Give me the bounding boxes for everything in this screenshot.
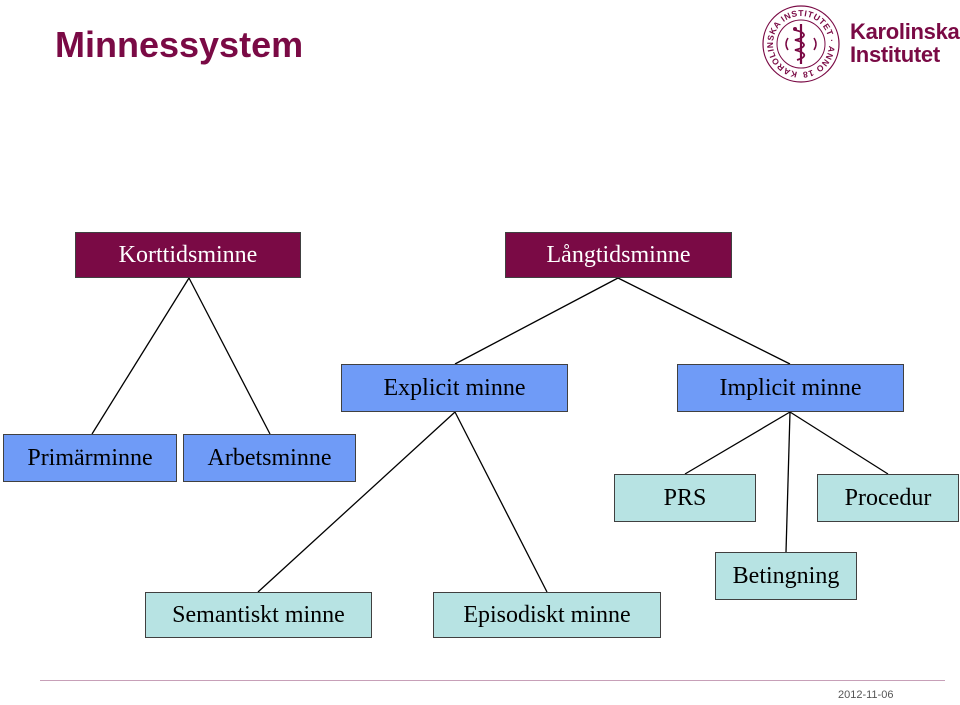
node-episodiskt-minne: Episodiskt minne bbox=[433, 592, 661, 638]
edge-explicit-episod bbox=[454, 411, 548, 593]
logo-wordmark-line2: Institutet bbox=[850, 42, 940, 67]
edge-korttid-arbets bbox=[188, 277, 271, 435]
edge-langtid-implicit bbox=[617, 277, 791, 365]
node-primarminne: Primärminne bbox=[3, 434, 177, 482]
edge-implicit-prs bbox=[684, 411, 791, 475]
edge-implicit-beting bbox=[785, 411, 791, 553]
logo-wordmark-line1: Karolinska bbox=[850, 19, 960, 44]
edge-implicit-procedur bbox=[789, 411, 889, 475]
footer-divider bbox=[40, 680, 945, 681]
node-procedur: Procedur bbox=[817, 474, 959, 522]
node-korttidsminne: Korttidsminne bbox=[75, 232, 301, 278]
node-prs: PRS bbox=[614, 474, 756, 522]
node-implicit-minne: Implicit minne bbox=[677, 364, 904, 412]
edge-langtid-explicit bbox=[454, 277, 619, 365]
node-explicit-minne: Explicit minne bbox=[341, 364, 568, 412]
node-langtidsminne: Långtidsminne bbox=[505, 232, 732, 278]
node-arbetsminne: Arbetsminne bbox=[183, 434, 356, 482]
slide-title: Minnessystem bbox=[55, 24, 304, 65]
edge-korttid-primar bbox=[91, 277, 190, 435]
karolinska-seal-icon: KAROLINSKA INSTITUTET · ANNO 1810 · bbox=[760, 4, 840, 83]
node-betingning: Betingning bbox=[715, 552, 857, 600]
edge-explicit-semant bbox=[257, 411, 456, 593]
footer-date: 2012-11-06 bbox=[838, 689, 894, 701]
karolinska-logo: KAROLINSKA INSTITUTET · ANNO 1810 · Karo… bbox=[760, 4, 960, 84]
node-semantiskt-minne: Semantiskt minne bbox=[145, 592, 372, 638]
